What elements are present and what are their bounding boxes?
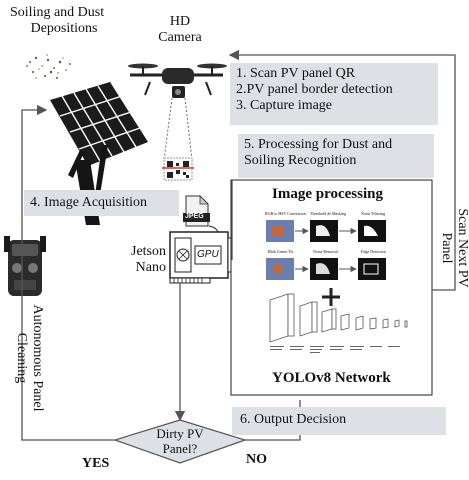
jetson-label-line-2: Nano: [135, 260, 166, 276]
processing-thumbnails: [266, 220, 386, 280]
step-4-panel: [24, 190, 179, 216]
processing-step-3: Noise Filtering: [361, 211, 386, 216]
soiling-label-line-1: Soiling and Dust: [10, 5, 105, 20]
gpu-label: GPU: [197, 249, 219, 260]
processing-block: [230, 179, 433, 396]
jetson-nano-board-icon: [169, 231, 233, 284]
processing-step-1: RGB to HSV Conversion: [265, 211, 306, 216]
flow-lines: [21, 49, 456, 441]
scan-next-line-2: Panel: [438, 232, 454, 264]
step-5-panel: [238, 134, 434, 178]
camera-label-line-1: HD: [169, 14, 191, 29]
camera-beam: [163, 97, 193, 161]
step-3-label: 3. Capture image: [236, 98, 333, 114]
camera-label-line-2: Camera: [158, 30, 202, 46]
decision-label-line-2: Panel?: [162, 440, 198, 456]
processing-step-6: Edge Detection: [361, 249, 386, 254]
jpeg-label: JPEG: [185, 213, 204, 220]
cleaning-line-1: Autonomous Panel: [30, 304, 45, 412]
no-label: NO: [246, 452, 267, 467]
jetson-label-line-1: Jetson: [131, 244, 166, 259]
jetson-label: Jetson Nano: [122, 244, 166, 276]
decision-diamond: [113, 419, 247, 464]
steps-1-3-panel: [230, 63, 438, 125]
qr-code-icon: [162, 157, 194, 181]
step-2-label: 2.PV panel border detection: [236, 82, 393, 98]
jpeg-file-icon: [183, 195, 225, 246]
processing-step-5: Noise Removal: [313, 249, 338, 254]
image-processing-title: Image processing: [272, 186, 383, 202]
cleaning-robot-icon: [4, 236, 46, 296]
yes-label: YES: [82, 456, 110, 471]
processing-step-2: Threshold de Masking: [310, 211, 346, 216]
cleaning-label: Autonomous Panel Cleaning: [5, 293, 45, 423]
step-6-label: 6. Output Decision: [240, 412, 347, 427]
yolo-network-title: YOLOv8 Network: [272, 370, 391, 386]
decision-label-line-1: Dirty PV: [156, 426, 204, 441]
soiling-label: Soiling and Dust Depositions: [10, 5, 104, 37]
yolo-layer-captions: [270, 346, 400, 353]
cleaning-line-2: Cleaning: [13, 332, 29, 384]
step-1-label: 1. Scan PV panel QR: [236, 66, 356, 81]
steps-1-3-text: 1. Scan PV panel QR 2.PV panel border de…: [236, 66, 393, 114]
step-6-panel: [232, 407, 446, 435]
step-4-label: 4. Image Acquisition: [30, 195, 148, 210]
decision-label: Dirty PV Panel?: [140, 426, 220, 457]
step-5-line-2: Soiling Recognition: [244, 153, 357, 169]
dust-cloud-icon: [26, 54, 71, 79]
step-5-text: 5. Processing for Dust and Soiling Recog…: [244, 137, 392, 169]
plus-icon: [322, 288, 340, 306]
camera-label: HD Camera: [148, 14, 212, 46]
yolo-network-diagram: [269, 293, 408, 343]
scan-next-line-1: Scan Next PV: [455, 208, 469, 288]
soiling-label-line-2: Depositions: [30, 21, 98, 37]
drone-camera-icon: [128, 63, 227, 98]
scan-next-label: Scan Next PV Panel: [430, 188, 469, 308]
step-5-line-1: 5. Processing for Dust and: [244, 137, 393, 152]
processing-step-4: Blob Center Fit: [268, 249, 293, 254]
